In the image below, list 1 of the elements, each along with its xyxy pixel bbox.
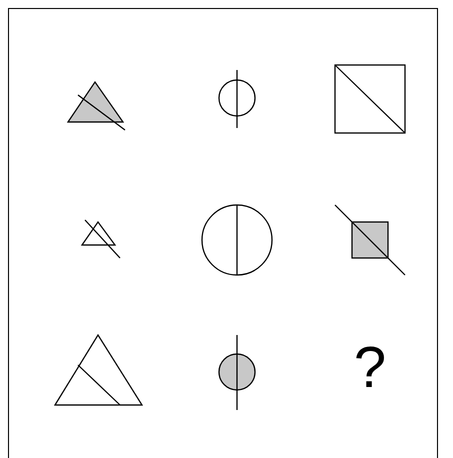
question-mark: ? (352, 335, 388, 401)
